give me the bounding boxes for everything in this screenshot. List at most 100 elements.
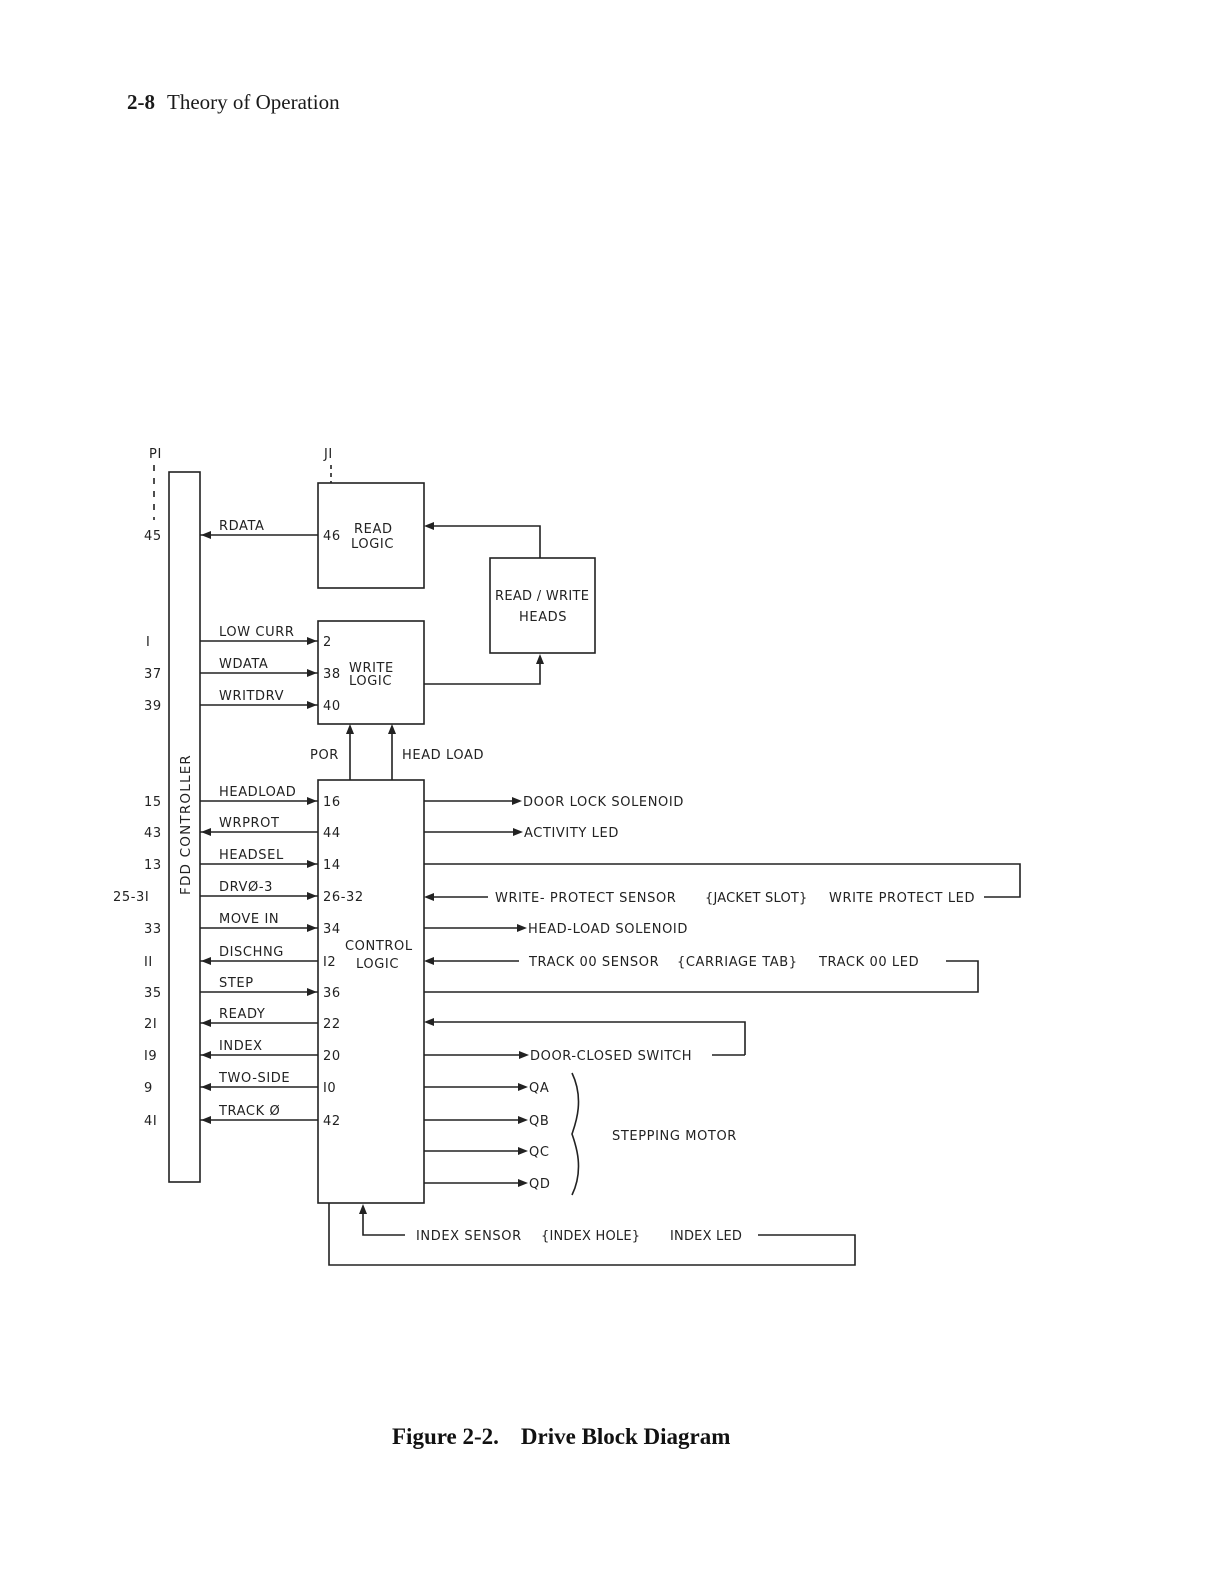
j1-pin-label: 36 bbox=[323, 986, 341, 1001]
signal-name-label: DRVØ-3 bbox=[219, 880, 273, 895]
heads-label-2: HEADS bbox=[519, 610, 567, 625]
page-header: 2-8 Theory of Operation bbox=[127, 90, 340, 115]
track00-loop-line bbox=[424, 960, 979, 993]
signal-name-label: READY bbox=[219, 1007, 265, 1022]
signal-arrow bbox=[307, 892, 317, 900]
door-lock-arrow bbox=[512, 797, 522, 805]
signal-arrow bbox=[201, 1019, 211, 1027]
header-number: 2-8 bbox=[127, 90, 155, 114]
p1-pin-label: 2I bbox=[144, 1017, 157, 1032]
signal-arrow bbox=[201, 828, 211, 836]
p1-pin-label: 37 bbox=[144, 667, 162, 682]
signal-arrow bbox=[201, 957, 211, 965]
j1-pin-label: 20 bbox=[323, 1049, 341, 1064]
door-closed-loop-arrow bbox=[424, 1018, 434, 1026]
read-logic-label-2: LOGIC bbox=[351, 537, 394, 552]
qc-label: QC bbox=[529, 1145, 550, 1160]
activity-led-arrow bbox=[513, 828, 523, 836]
j1-pin-label: 14 bbox=[323, 858, 341, 873]
heads-to-read-line bbox=[432, 525, 541, 558]
j1-pin-label: 38 bbox=[323, 667, 341, 682]
door-closed-label: DOOR-CLOSED SWITCH bbox=[530, 1049, 692, 1064]
fdd-controller-label: FDD CONTROLLER bbox=[178, 754, 194, 895]
qb-label: QB bbox=[529, 1114, 549, 1129]
index-loop-line bbox=[328, 1203, 856, 1266]
signal-name-label: HEADSEL bbox=[219, 848, 284, 863]
read-logic-label-1: READ bbox=[354, 522, 393, 537]
write-protect-sensor-arrow bbox=[424, 893, 434, 901]
j1-pin-label: I2 bbox=[323, 955, 336, 970]
caption-title: Drive Block Diagram bbox=[520, 1424, 731, 1449]
signal-name-label: WRPROT bbox=[219, 816, 280, 831]
write-protect-sensor-label: WRITE- PROTECT SENSOR bbox=[495, 891, 676, 906]
write-to-heads-arrow bbox=[536, 654, 544, 664]
write-logic-label-2: LOGIC bbox=[349, 674, 392, 689]
index-hole-label: {INDEX HOLE} bbox=[541, 1229, 640, 1244]
write-protect-led-label: WRITE PROTECT LED bbox=[829, 891, 975, 906]
j1-pin-label: 2 bbox=[323, 635, 332, 650]
caption-number: Figure 2-2. bbox=[392, 1424, 499, 1449]
p1-pin-label: I9 bbox=[144, 1049, 157, 1064]
signal-arrow bbox=[201, 1083, 211, 1091]
signal-name-label: WRITDRV bbox=[219, 689, 284, 704]
head-load-solenoid-label: HEAD-LOAD SOLENOID bbox=[528, 922, 688, 937]
write-logic-label-1: WRITE bbox=[349, 661, 394, 676]
control-logic-label-1: CONTROL bbox=[345, 939, 413, 954]
write-protect-loop-line bbox=[424, 863, 1021, 898]
por-label: POR bbox=[310, 748, 339, 763]
signal-name-label: TWO-SIDE bbox=[218, 1071, 290, 1086]
signal-name-label: STEP bbox=[219, 976, 254, 991]
head-load-arrow bbox=[388, 724, 396, 734]
jacket-slot-label: {JACKET SLOT} bbox=[705, 891, 808, 906]
p1-connector-label: PI bbox=[149, 447, 162, 462]
signal-name-label: DISCHNG bbox=[219, 945, 284, 960]
heads-to-read-arrow bbox=[424, 522, 434, 530]
signal-name-label: HEADLOAD bbox=[219, 785, 296, 800]
j1-connector-label: JI bbox=[323, 447, 333, 462]
qb-arrow bbox=[518, 1116, 528, 1124]
heads-label-1: READ / WRITE bbox=[495, 589, 589, 604]
stepping-motor-brace bbox=[571, 1072, 580, 1196]
index-sensor-label: INDEX SENSOR bbox=[416, 1229, 522, 1244]
p1-pin-label: 33 bbox=[144, 922, 162, 937]
signal-arrow bbox=[201, 531, 211, 539]
carriage-tab-label: {CARRIAGE TAB} bbox=[677, 955, 798, 970]
qd-label: QD bbox=[529, 1177, 550, 1192]
header-title: Theory of Operation bbox=[167, 90, 340, 114]
j1-pin-label: 22 bbox=[323, 1017, 341, 1032]
read-write-heads-block bbox=[489, 557, 596, 654]
head-load-label: HEAD LOAD bbox=[402, 748, 484, 763]
p1-pin-label: 35 bbox=[144, 986, 162, 1001]
signal-arrow bbox=[307, 637, 317, 645]
p1-pin-label: 25-3I bbox=[113, 890, 149, 905]
j1-pin-label: I0 bbox=[323, 1081, 336, 1096]
signal-arrow bbox=[307, 797, 317, 805]
qc-arrow bbox=[518, 1147, 528, 1155]
j1-pin-label: 42 bbox=[323, 1114, 341, 1129]
signal-arrow bbox=[307, 860, 317, 868]
head-load-solenoid-arrow bbox=[517, 924, 527, 932]
p1-pin-label: II bbox=[144, 955, 153, 970]
signal-name-label: LOW CURR bbox=[219, 625, 294, 640]
signal-name-label: INDEX bbox=[219, 1039, 263, 1054]
j1-pin-label: 34 bbox=[323, 922, 341, 937]
p1-pin-label: 45 bbox=[144, 529, 162, 544]
p1-pin-label: 43 bbox=[144, 826, 162, 841]
qd-arrow bbox=[518, 1179, 528, 1187]
qa-label: QA bbox=[529, 1081, 549, 1096]
por-arrow bbox=[346, 724, 354, 734]
signal-name-label: MOVE IN bbox=[219, 912, 279, 927]
signal-name-label: WDATA bbox=[219, 657, 268, 672]
track00-led-label: TRACK 00 LED bbox=[818, 955, 919, 970]
p1-pin-label: I bbox=[146, 635, 150, 650]
p1-pin-label: 39 bbox=[144, 699, 162, 714]
signal-name-label: TRACK Ø bbox=[218, 1104, 280, 1119]
stepping-motor-label: STEPPING MOTOR bbox=[612, 1129, 737, 1144]
signal-arrow bbox=[201, 1116, 211, 1124]
fdd-controller-block bbox=[168, 471, 201, 1183]
control-logic-label-2: LOGIC bbox=[356, 957, 399, 972]
j1-pin-label: 16 bbox=[323, 795, 341, 810]
p1-pin-label: 13 bbox=[144, 858, 162, 873]
